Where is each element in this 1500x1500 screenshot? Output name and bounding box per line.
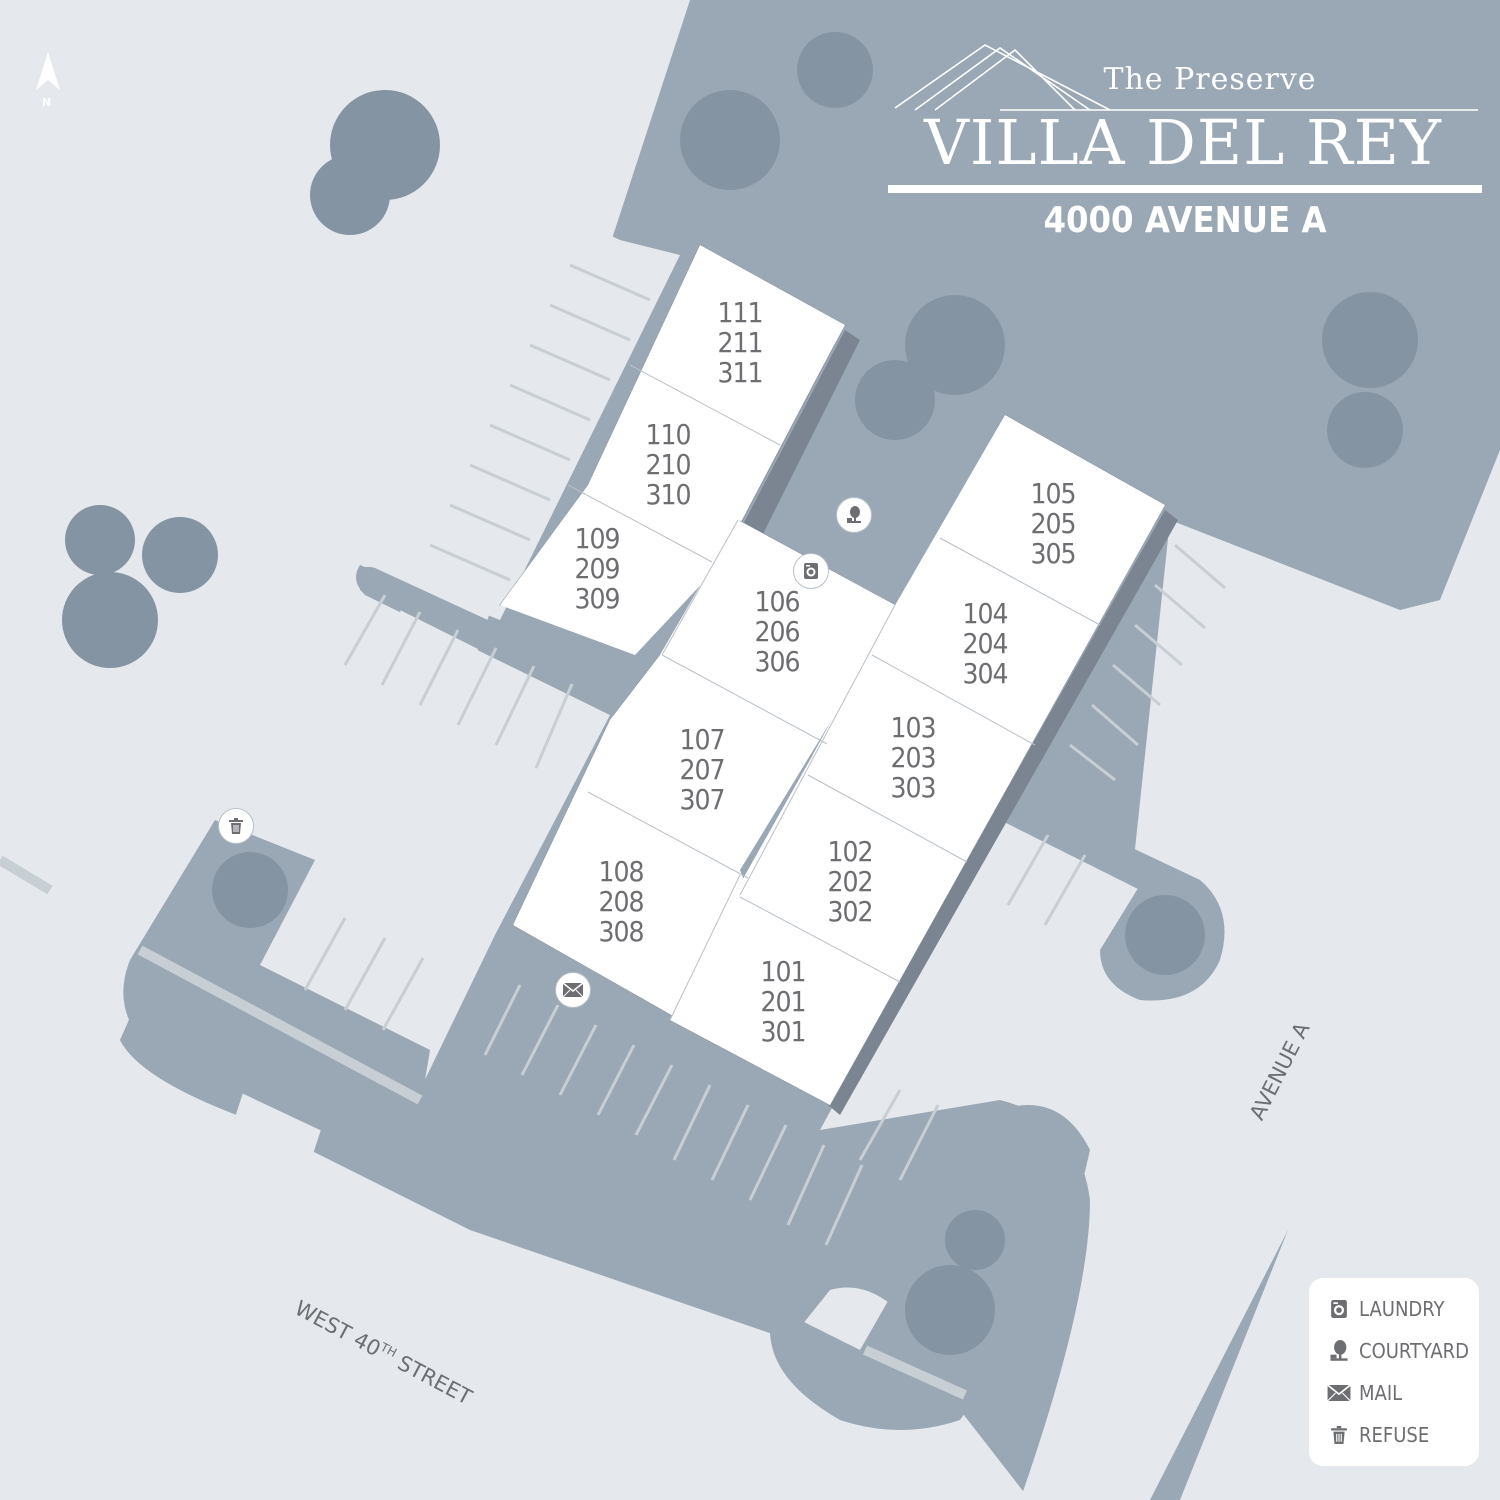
legend-item-mail: MAIL [1309,1372,1479,1414]
logo-pre-title: The Preserve [1103,62,1317,97]
tree [65,505,135,575]
legend-label: COURTYARD [1359,1339,1470,1363]
tree [945,1210,1005,1270]
courtyard-icon [1325,1337,1353,1365]
legend-label: REFUSE [1359,1423,1430,1447]
legend-item-laundry: LAUNDRY [1309,1288,1479,1330]
tree [212,852,288,928]
refuse-icon [1325,1421,1353,1449]
tree [1322,292,1418,388]
legend-item-refuse: REFUSE [1309,1414,1479,1456]
laundry-icon [1325,1295,1353,1323]
tree [855,360,935,440]
laundry-icon [793,553,829,589]
north-label: N [42,96,52,109]
legend: LAUNDRY COURTYARD MAIL REFUSE [1309,1278,1479,1466]
north-arrow-icon [36,52,60,90]
tree [1327,392,1403,468]
legend-label: LAUNDRY [1359,1297,1445,1321]
logo-title: VILLA DEL REY [924,106,1442,179]
tree [1125,895,1205,975]
mail-icon [1325,1379,1353,1407]
parking-lot [0,0,1030,1500]
logo-underline [888,185,1482,193]
tree [905,1265,995,1355]
tree [62,572,158,668]
parking-stripes [303,263,1226,1246]
island-southwest [123,820,431,1137]
walkways [0,855,968,1400]
median-east [990,790,1200,890]
tree [142,517,218,593]
tree [680,90,780,190]
building-shadows [740,330,1178,1115]
tree [905,295,1005,395]
courtyard-icon [836,497,872,533]
tree [797,32,873,108]
trees [62,32,1418,1355]
building-fill-fix [500,245,1165,1105]
parking-median [360,566,640,720]
logo-address: 4000 AVENUE A [1043,200,1327,241]
legend-label: MAIL [1359,1381,1403,1405]
island-south [770,1105,1090,1430]
unit-dividers [567,364,1101,1021]
tree [310,155,390,235]
refuse-icon [218,808,254,844]
mail-icon [555,972,591,1008]
logo-roof-icon [894,44,1478,111]
legend-item-courtyard: COURTYARD [1309,1330,1479,1372]
